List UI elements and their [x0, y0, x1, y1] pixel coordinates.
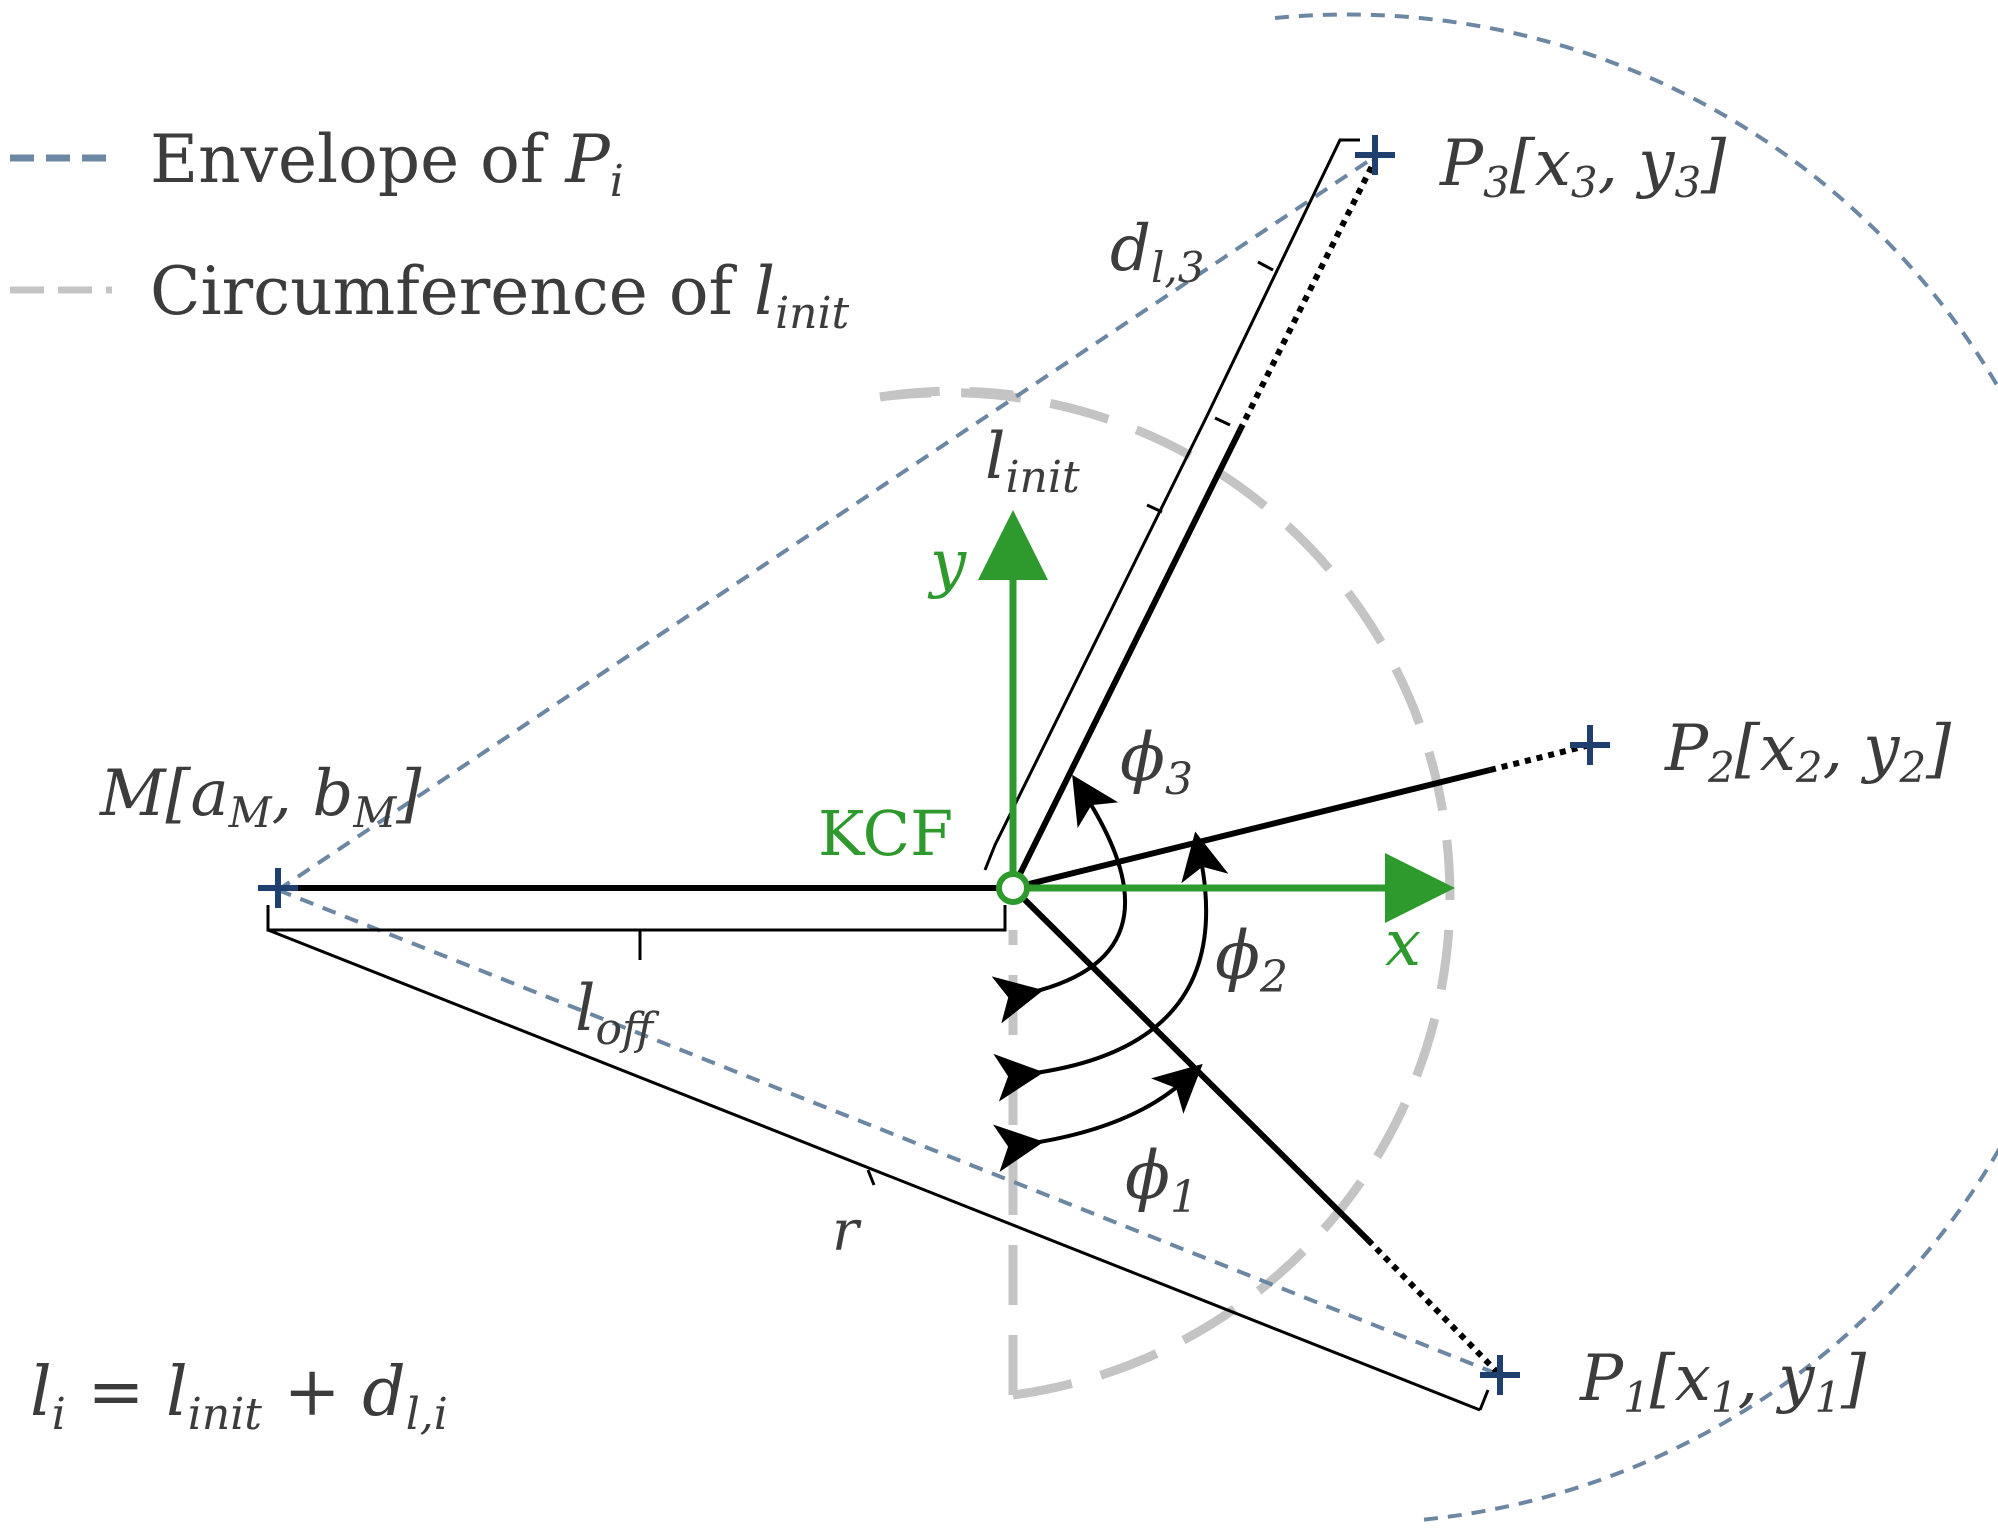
label-phi2: ϕ2: [1215, 917, 1288, 1003]
dim-l-init-tick: [1146, 260, 1274, 514]
angle-phi1-arc: [992, 1063, 1203, 1173]
dim-r-tick: [866, 1169, 876, 1186]
marker-m: [258, 868, 298, 908]
label-p2: P2[x2, y2]: [1664, 712, 1952, 792]
legend-circumference-label: Circumference of linit: [150, 253, 850, 339]
label-p1: P1[x1, y1]: [1579, 1342, 1867, 1422]
link-p1-dotted: [1365, 1237, 1503, 1378]
dim-l-off: [266, 905, 1007, 960]
y-axis-label: y: [927, 527, 967, 601]
label-p3: P3[x3, y3]: [1439, 127, 1727, 207]
envelope-line-upper: [276, 158, 1372, 892]
link-p2-solid: [1012, 767, 1491, 891]
legend-envelope-label: Envelope of Pi: [150, 121, 624, 207]
label-phi1: ϕ1: [1125, 1137, 1198, 1223]
angle-phi2-arc: [993, 831, 1229, 1102]
label-l-off: loff: [575, 972, 660, 1055]
marker-p1: [1480, 1355, 1520, 1395]
circumference-arc-upper: [879, 386, 1014, 402]
x-axis-label: x: [1385, 907, 1421, 981]
angle-phi3-arc: [991, 774, 1128, 1024]
label-r: r: [832, 1199, 862, 1264]
label-l-init: linit: [985, 420, 1080, 503]
kcf-origin: [996, 871, 1030, 905]
kcf-label: KCF: [818, 797, 953, 870]
label-phi3: ϕ3: [1120, 719, 1193, 805]
marker-p2: [1570, 725, 1610, 765]
link-p3-dotted: [1237, 158, 1378, 432]
label-d-l3: dl,3: [1110, 212, 1204, 292]
envelope-line-lower: [277, 888, 1501, 1377]
label-m: M[aM, bM]: [99, 757, 422, 837]
equation: li = linit + dl,i: [30, 1353, 448, 1440]
link-p2-dotted: [1489, 742, 1591, 773]
dim-r: [267, 928, 1490, 1412]
marker-p3: [1355, 135, 1395, 175]
